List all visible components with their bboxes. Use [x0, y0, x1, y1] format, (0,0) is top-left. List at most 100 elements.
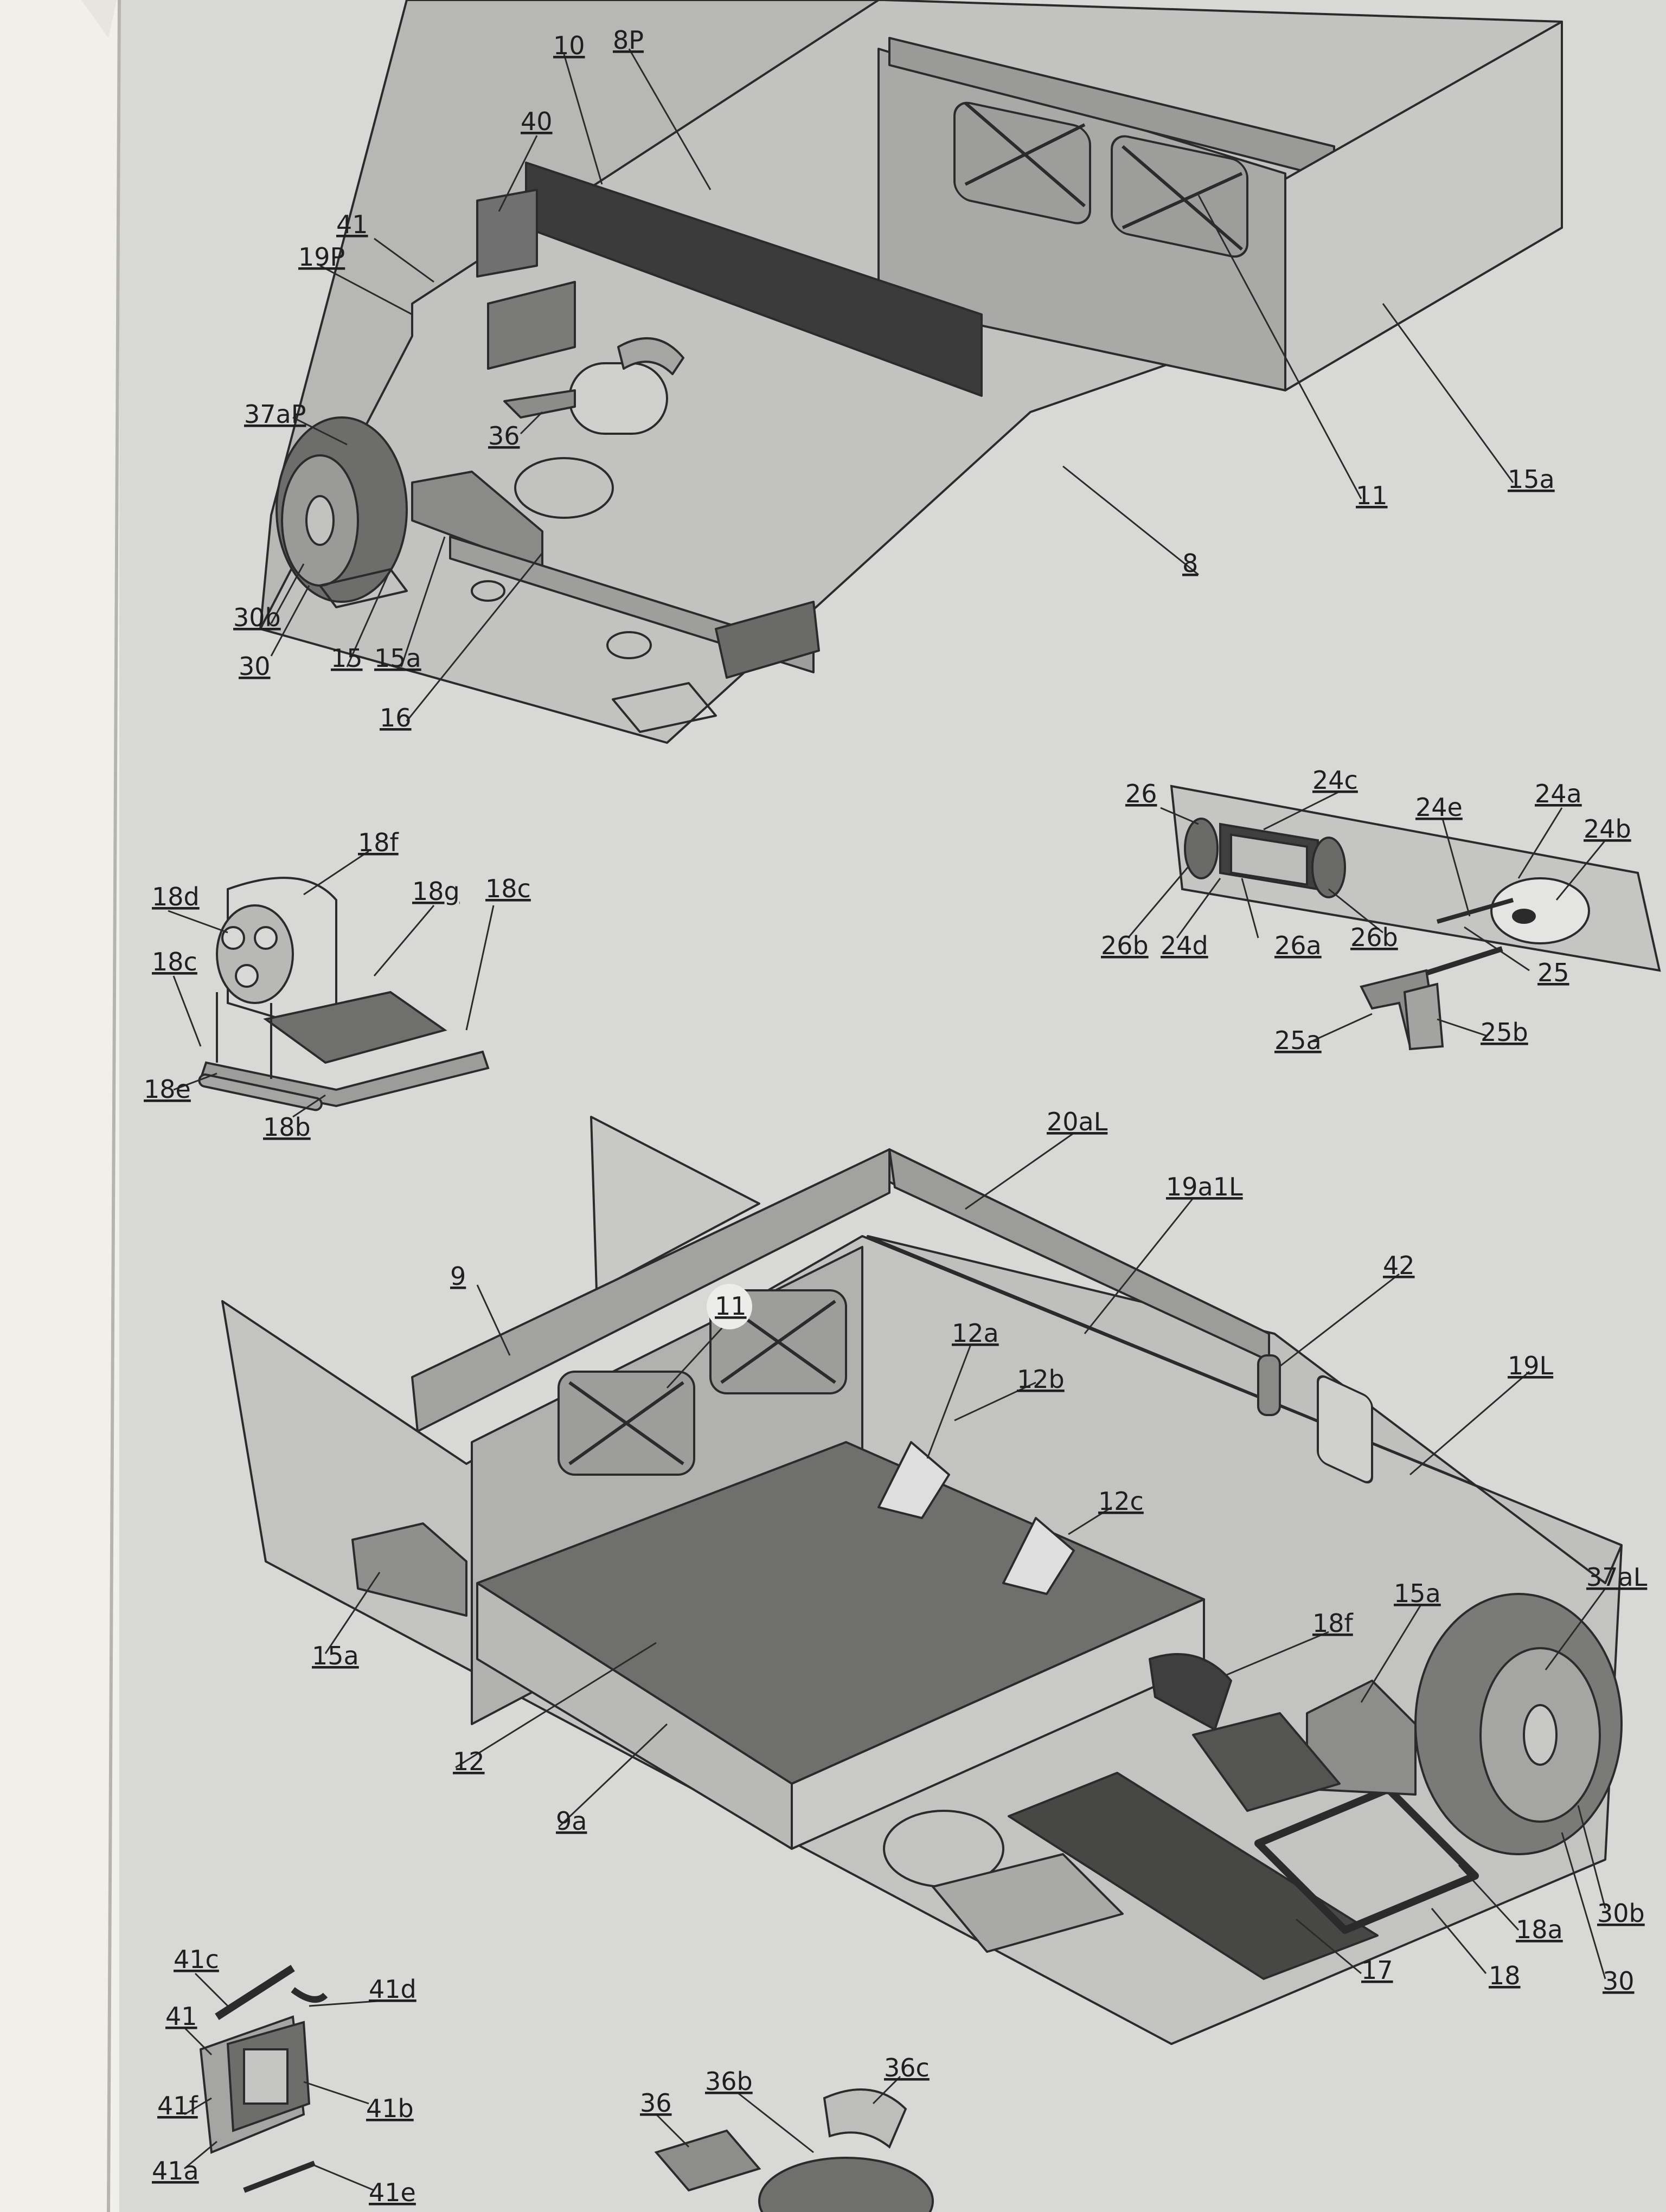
label-18e: 18e [144, 1075, 191, 1104]
label-41-top: 41 [336, 210, 368, 239]
cylinder-42 [1257, 1354, 1281, 1416]
label-36-bottom: 36 [640, 2088, 672, 2118]
seat-18-leaders [168, 850, 495, 1118]
rod-24e [1436, 898, 1514, 924]
floor-plate-a [612, 682, 717, 733]
label-15a-left: 15a [374, 644, 421, 673]
label-24c: 24c [1312, 766, 1358, 795]
seat-36b [758, 2157, 934, 2212]
beam-17 [1008, 1772, 1379, 1980]
plate-36 [654, 2129, 761, 2192]
label-24a: 24a [1535, 779, 1582, 808]
label-26: 26 [1125, 779, 1157, 808]
label-19l: 19L [1508, 1351, 1554, 1380]
bottom-hull-assembly [221, 1116, 1623, 2045]
label-18f-bottom: 18f [1312, 1609, 1354, 1638]
floor-hatch-c [471, 580, 505, 602]
label-30-top: 30 [239, 652, 271, 681]
label-37al: 37aL [1586, 1562, 1648, 1592]
stop-block [715, 601, 820, 679]
label-8: 8 [1182, 549, 1198, 578]
ring-24a [1490, 877, 1590, 944]
label-18c-left: 18c [152, 947, 197, 976]
beam-9 [411, 1148, 890, 1432]
seat-16-block [411, 471, 543, 570]
label-30b-top: 30b [233, 603, 281, 632]
boxes-lower [487, 281, 576, 370]
label-18: 18 [1489, 1961, 1521, 1990]
label-41c: 41c [174, 1945, 219, 1974]
label-15a-bottom-right: 15a [1394, 1579, 1441, 1608]
clip-41d [291, 1987, 328, 2003]
label-24b: 24b [1584, 814, 1631, 844]
label-18d: 18d [152, 882, 200, 911]
label-8p: 8P [613, 25, 644, 55]
label-12a: 12a [952, 1319, 999, 1348]
label-15a-bottom-left: 15a [312, 1641, 359, 1670]
bracket-36 [503, 389, 576, 419]
seat-36-back [617, 337, 684, 375]
seat-18g-cushion [263, 991, 447, 1064]
fin-left [590, 1116, 760, 1291]
label-11-top: 11 [1356, 481, 1388, 510]
seat-18f-back [1149, 1653, 1232, 1731]
top-hull-leaders [270, 48, 1514, 722]
label-20al: 20aL [1047, 1107, 1108, 1136]
label-11-bottom-marker [707, 1284, 752, 1329]
seat-18f-cushion [1192, 1712, 1341, 1812]
label-25a: 25a [1274, 1026, 1322, 1055]
label-18b: 18b [263, 1113, 311, 1142]
part-labels: 10 8P 40 41 19P 37aP 36 30b 30 15 15a 16… [144, 25, 1648, 2207]
label-12: 12 [453, 1747, 485, 1776]
ring-24b [1512, 909, 1536, 924]
label-41d: 41d [369, 1975, 416, 2004]
binding-strip [0, 0, 119, 2212]
label-24d: 24d [1161, 931, 1208, 960]
floor-plate-b [319, 568, 408, 608]
window-left [953, 101, 1091, 224]
label-19a1l: 19a1L [1166, 1172, 1243, 1201]
label-9a: 9a [556, 1806, 587, 1836]
gun-mount-detail [1170, 785, 1661, 1051]
hatch-right-side [1317, 1375, 1373, 1484]
label-18c-right: 18c [485, 874, 531, 903]
label-12b: 12b [1017, 1365, 1065, 1394]
wheel-hub [305, 495, 335, 546]
gun-mount-leaders [1127, 790, 1606, 1042]
label-42: 42 [1383, 1251, 1415, 1280]
floor-hatch-a [514, 457, 614, 519]
seat-36-detail [654, 2088, 934, 2212]
label-41b: 41b [366, 2094, 414, 2123]
frame-18 [1254, 1785, 1479, 1934]
label-25: 25 [1537, 958, 1569, 987]
bracket-41-leaders [183, 1972, 386, 2191]
label-9: 9 [450, 1262, 466, 1291]
floor-hatch-b [606, 631, 652, 659]
mag-25b [1403, 982, 1444, 1051]
label-10: 10 [553, 31, 585, 60]
top-hull-left-side [259, 0, 880, 630]
frame-41b-inner [243, 2048, 289, 2105]
floor-block [932, 1853, 1124, 1953]
label-30-bottom: 30 [1603, 1966, 1635, 1996]
window-right-cross-a [1122, 145, 1243, 251]
back-36c [823, 2088, 907, 2149]
seat-36-top [568, 362, 668, 435]
label-36c: 36c [884, 2053, 930, 2082]
paper-corner [81, 0, 117, 38]
label-36-top: 36 [488, 421, 520, 451]
window-left-cross-b [964, 123, 1086, 186]
label-26b-left: 26b [1101, 931, 1149, 960]
label-25b: 25b [1481, 1018, 1528, 1047]
bracket-26b-right [1311, 837, 1346, 898]
label-41e: 41e [369, 2178, 416, 2207]
bracket-12a [877, 1441, 950, 1519]
label-15a-right: 15a [1508, 465, 1555, 494]
label-26a: 26a [1274, 931, 1322, 960]
label-18f-seat: 18f [358, 828, 400, 857]
label-12c: 12c [1098, 1487, 1144, 1516]
label-11-bottom: 11 [715, 1291, 747, 1321]
bracket-26b-left [1184, 818, 1219, 879]
label-40: 40 [521, 107, 553, 136]
